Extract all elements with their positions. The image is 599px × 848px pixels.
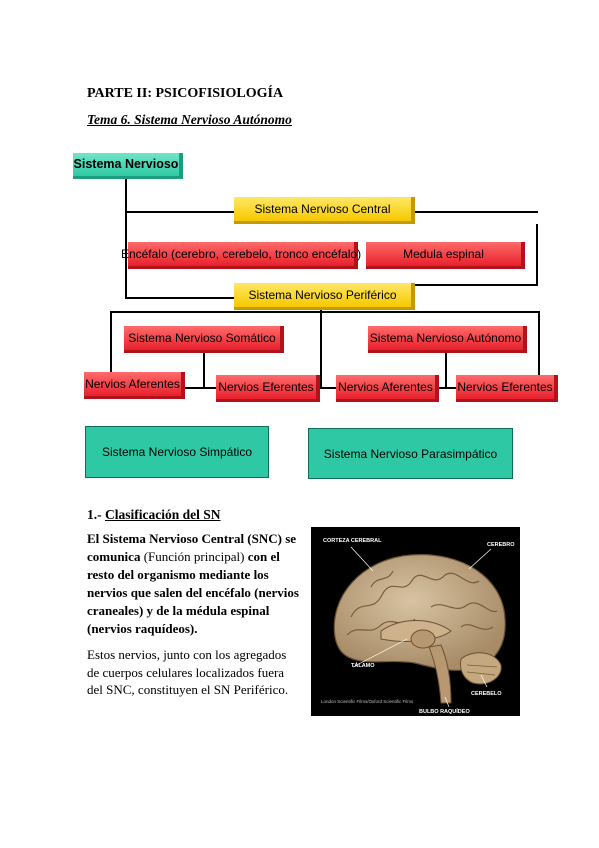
connector-line [110, 311, 540, 313]
node-simpatico: Sistema Nervioso Simpático [85, 426, 269, 478]
node-snc: Sistema Nervioso Central [234, 197, 415, 224]
node-som-aferentes: Nervios Aferentes [84, 372, 185, 399]
brain-figure: CORTEZA CEREBRAL CEREBRO TÁLAMO CEREBELO… [311, 527, 520, 716]
connector-line [538, 311, 540, 389]
node-som-eferentes: Nervios Eferentes [216, 375, 320, 402]
connector-line [536, 224, 538, 286]
node-sistema-nervioso: Sistema Nervioso [73, 153, 183, 179]
label-talamo: TÁLAMO [351, 663, 375, 669]
brain-illustration [333, 546, 506, 708]
label-cerebelo: CEREBELO [471, 691, 502, 697]
connector-line [445, 352, 447, 388]
connector-line [125, 297, 235, 299]
section-number: 1.- [87, 507, 102, 522]
node-aut-aferentes: Nervios Aferentes [336, 375, 439, 402]
topic-heading: Tema 6. Sistema Nervioso Autónomo [87, 112, 292, 127]
part-heading: PARTE II: PSICOFISIOLOGÍA [87, 86, 284, 101]
section-title-text: Clasificación del SN [105, 507, 221, 522]
connector-line [203, 352, 205, 388]
label-cerebro: CEREBRO [487, 542, 515, 548]
section-title: 1.- Clasificación del SN [87, 507, 221, 523]
node-aut-eferentes: Nervios Eferentes [456, 375, 558, 402]
node-autonomo: Sistema Nervioso Autónomo [368, 326, 527, 353]
connector-line [110, 387, 540, 389]
node-medula-espinal: Medula espinal [366, 242, 525, 269]
node-somatico: Sistema Nervioso Somático [124, 326, 284, 353]
nervous-system-diagram: Sistema Nervioso Sistema Nervioso Centra… [0, 140, 599, 480]
node-encefalo: Encéfalo (cerebro, cerebelo, tronco encé… [121, 242, 361, 269]
bold-text-b: con el resto del organismo mediante los … [87, 549, 299, 636]
connector-line [110, 311, 112, 389]
section-paragraph: Estos nervios, junto con los agregados d… [87, 647, 289, 697]
normal-text-a: (Función principal) [143, 549, 245, 564]
bold-text-a: El Sistema Nervioso Central (SNC) se com… [87, 531, 297, 564]
connector-line [412, 211, 538, 213]
section-bold-paragraph: El Sistema Nervioso Central (SNC) se com… [87, 530, 299, 638]
connector-line [125, 211, 235, 213]
connector-line [125, 177, 127, 299]
connector-line [412, 284, 538, 286]
label-bulbo: BULBO RAQUÍDEO [419, 709, 470, 715]
figure-credit: London Scientific Films/Oxford Scientifi… [321, 699, 414, 704]
label-corteza: CORTEZA CEREBRAL [323, 538, 382, 544]
node-snp: Sistema Nervioso Periférico [234, 283, 415, 310]
connector-line [320, 300, 322, 388]
node-parasimpatico: Sistema Nervioso Parasimpático [308, 428, 513, 479]
